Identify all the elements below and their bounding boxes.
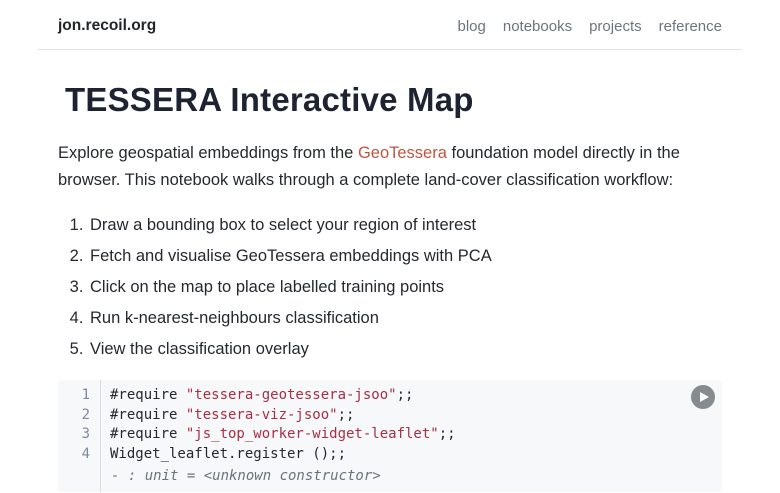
line-number: 4 [81, 445, 90, 462]
code-string-token: "tessera-geotessera-jsoo" [185, 387, 397, 403]
code-token: #require [110, 426, 186, 442]
workflow-steps-list: Draw a bounding box to select your regio… [58, 216, 722, 359]
site-title-link[interactable]: jon.recoil.org [58, 17, 157, 34]
list-item: Click on the map to place labelled train… [88, 278, 722, 297]
line-number: 3 [81, 426, 90, 442]
geotessera-link[interactable]: GeoTessera [357, 144, 447, 162]
list-item: Fetch and visualise GeoTessera embedding… [88, 247, 722, 266]
code-string-token: "js_top_worker-widget-leaflet" [185, 426, 439, 442]
code-output-line: - : unit = <unknown constructor> [58, 467, 722, 487]
code-token: ;; [396, 387, 414, 403]
code-line: 3 #require "js_top_worker-widget-leaflet… [58, 425, 722, 445]
code-text: #require "tessera-geotessera-jsoo";; [100, 386, 413, 406]
site-header: jon.recoil.org blog notebooks projects r… [38, 0, 742, 50]
intro-text-before: Explore geospatial embeddings from the [58, 144, 358, 162]
site-nav: blog notebooks projects reference [458, 18, 723, 35]
gutter-divider [100, 380, 101, 492]
nav-item-reference[interactable]: reference [658, 17, 722, 35]
code-text: #require "js_top_worker-widget-leaflet";… [100, 425, 456, 445]
code-token: Widget_leaflet.register ();; [110, 445, 347, 462]
run-cell-button[interactable] [691, 385, 715, 409]
page-container: jon.recoil.org blog notebooks projects r… [38, 0, 742, 492]
intro-paragraph: Explore geospatial embeddings from the G… [58, 140, 722, 194]
nav-item-blog[interactable]: blog [457, 17, 486, 35]
line-number: 1 [81, 387, 90, 403]
code-token: #require [110, 406, 186, 423]
page-title: TESSERA Interactive Map [65, 81, 474, 118]
line-number: 2 [81, 406, 90, 423]
play-icon [700, 392, 709, 402]
nav-item-projects[interactable]: projects [589, 17, 642, 35]
code-text: Widget_leaflet.register ();; [100, 445, 346, 465]
code-token: ;; [438, 426, 456, 442]
list-item: Draw a bounding box to select your regio… [88, 216, 722, 235]
nav-item-notebooks[interactable]: notebooks [502, 17, 573, 35]
article: TESSERA Interactive Map Explore geospati… [38, 80, 742, 492]
intro-text-after: foundation model directly in the browser… [58, 144, 680, 189]
list-item: Run k-nearest-neighbours classification [88, 309, 722, 328]
code-cell: 1 #require "tessera-geotessera-jsoo";; 2… [58, 380, 722, 492]
code-token: ;; [337, 406, 355, 423]
code-text: #require "tessera-viz-jsoo";; [100, 406, 354, 426]
code-line: 2 #require "tessera-viz-jsoo";; [58, 406, 722, 426]
code-line: 1 #require "tessera-geotessera-jsoo";; [58, 386, 722, 406]
code-output-text: - : unit = <unknown constructor> [111, 468, 381, 484]
code-line: 4 Widget_leaflet.register ();; [58, 445, 722, 465]
code-string-token: "tessera-viz-jsoo" [185, 406, 338, 423]
list-item: View the classification overlay [88, 340, 722, 359]
code-token: #require [110, 387, 186, 403]
